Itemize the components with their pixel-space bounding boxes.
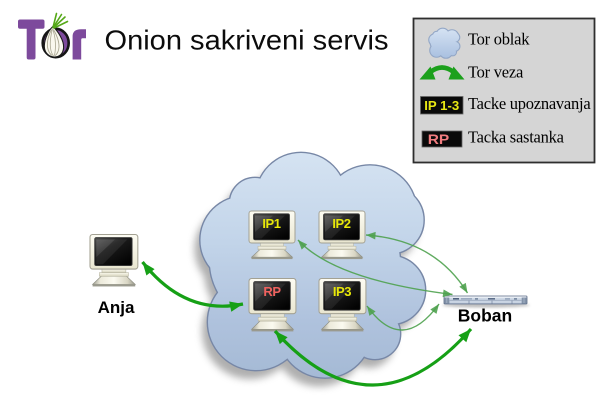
svg-text:Boban: Boban [458,306,512,326]
svg-text:IP1: IP1 [262,216,280,231]
svg-text:RP: RP [428,131,450,147]
svg-text:Anja: Anja [98,298,135,317]
svg-text:Onion sakriveni servis: Onion sakriveni servis [105,25,389,56]
svg-text:Tacke upoznavanja: Tacke upoznavanja [468,94,591,113]
svg-text:IP 1-3: IP 1-3 [424,98,459,113]
svg-text:Tor oblak: Tor oblak [468,30,530,49]
svg-text:RP: RP [263,284,281,299]
svg-text:Tor veza: Tor veza [468,63,524,82]
svg-text:IP3: IP3 [333,284,351,299]
svg-text:IP2: IP2 [332,216,350,231]
svg-text:Tacka sastanka: Tacka sastanka [468,128,565,147]
